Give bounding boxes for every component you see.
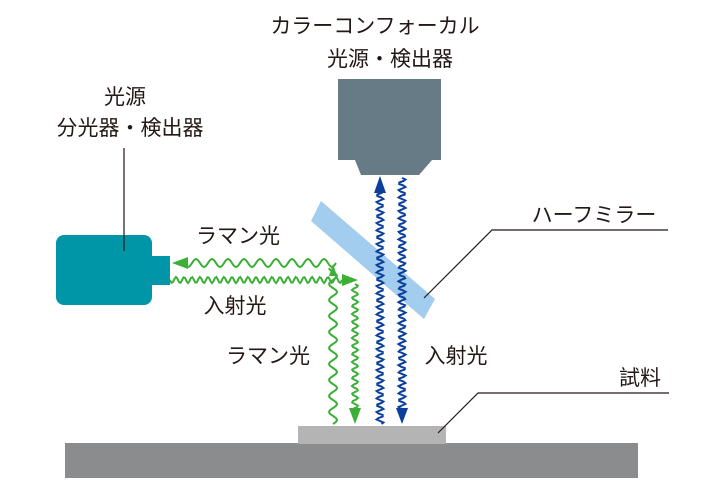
blue-wave-down	[396, 177, 408, 411]
raman-wave-vertical-up	[327, 267, 339, 425]
blue-arrow-up-icon	[374, 176, 386, 193]
half-mirror-label: ハーフミラー	[532, 203, 657, 227]
confocal-head	[338, 79, 441, 175]
incident-light-label-horizontal: 入射光	[204, 294, 267, 318]
raman-arrow-left-icon	[172, 257, 188, 269]
incident-arrow-down-icon	[349, 408, 361, 424]
blue-arrow-down-icon	[396, 408, 408, 424]
incident-wave-horizontal	[169, 275, 343, 285]
confocal-label-line1: カラーコンフォーカル	[270, 14, 479, 38]
raman-unit-label-line1: 光源	[104, 85, 146, 109]
raman-unit-label-line2: 分光器・検出器	[57, 116, 204, 140]
incident-wave-vertical-down	[350, 283, 360, 411]
sample-label: 試料	[619, 366, 661, 390]
stage	[65, 443, 638, 478]
raman-unit-port	[148, 256, 170, 285]
incident-light-label-vertical: 入射光	[425, 344, 488, 368]
half-mirror	[311, 201, 435, 319]
sample-leader-line	[437, 392, 669, 434]
raman-light-label-horizontal: ラマン光	[196, 224, 280, 248]
raman-unit-body	[56, 235, 152, 305]
light-waves	[169, 176, 408, 425]
raman-light-label-vertical: ラマン光	[226, 344, 310, 368]
blue-wave-up	[374, 189, 386, 425]
incident-arrow-right-icon	[342, 274, 358, 286]
sample	[298, 426, 446, 444]
half-mirror-leader-line	[423, 229, 668, 299]
confocal-label-line2: 光源・検出器	[327, 47, 453, 71]
raman-wave-horizontal-return	[185, 257, 337, 269]
raman-arrow-up-icon	[329, 264, 337, 276]
